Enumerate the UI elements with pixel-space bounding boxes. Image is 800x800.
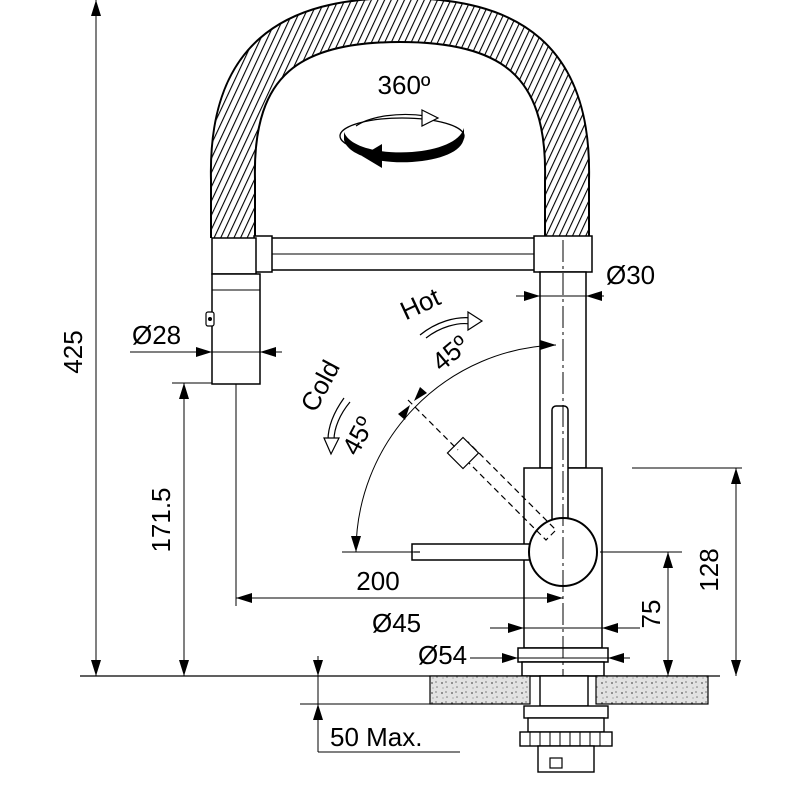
reach-label: 200 [356,566,399,596]
spout-diameter-label: Ø30 [606,260,655,290]
lever-height-label: 128 [694,548,724,591]
total-height-label: 425 [58,330,88,373]
dimension-deck-thickness [300,656,460,753]
dimension-base-diameter [470,653,630,663]
dimension-handshower-diameter [130,347,282,357]
handshower-diameter-label: Ø28 [132,320,181,350]
cold-angle-label: 45º [336,411,381,459]
deck-max-label: 50 Max. [330,722,423,752]
spray-height-label: 171.5 [146,487,176,552]
spout-arm [253,235,537,273]
rotation-label: 360º [378,70,431,100]
lever-handle [411,405,598,587]
hand-shower [205,237,261,385]
dimension-spray-height [172,382,212,676]
lever-angle-arc [342,340,557,553]
dimension-handle-height [600,551,682,676]
hot-angle-label: 45º [426,329,475,377]
hot-label: Hot [396,281,446,326]
dimension-total-height [91,0,101,676]
cold-arrow-icon [323,397,351,456]
hot-arrow-icon [419,310,484,339]
dimension-reach [235,384,563,606]
dimension-body-diameter [490,623,640,633]
spring-hose [209,0,591,238]
countertop [80,675,720,773]
body-diameter-label: Ø45 [372,608,421,638]
handle-height-label: 75 [636,600,666,629]
dimension-lever-height [632,467,742,676]
dimension-spout-diameter [516,291,604,301]
base-diameter-label: Ø54 [418,640,467,670]
rotation-360-icon [339,109,465,168]
